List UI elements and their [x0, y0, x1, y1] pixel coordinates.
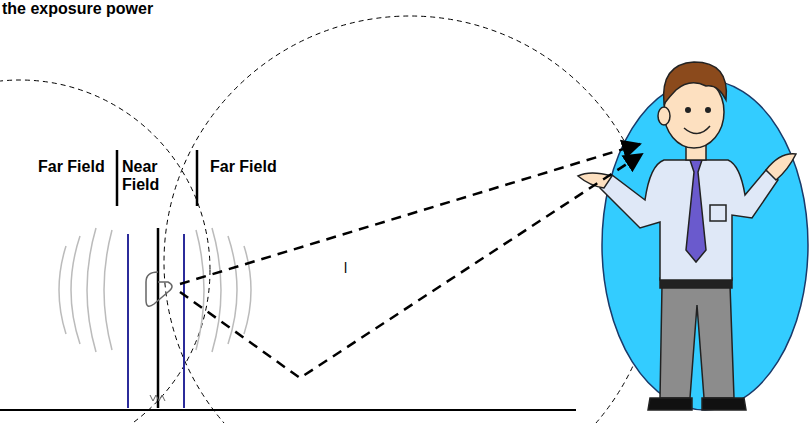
mark: l: [342, 260, 349, 276]
wave-fronts: [59, 228, 251, 352]
region-divider: [196, 150, 199, 206]
region-label: Far Field: [208, 158, 279, 176]
person: [578, 62, 796, 410]
region-label: Far Field: [36, 158, 107, 176]
near-field-limit: [127, 234, 129, 408]
heading: the exposure power: [2, 0, 153, 18]
direct-path: [180, 144, 640, 284]
ground-line: [0, 409, 576, 411]
field-boundary: [0, 80, 210, 423]
reflected-path: [180, 154, 642, 378]
antenna-feed: [146, 272, 172, 306]
near-field-limit: [183, 234, 185, 408]
region-label: Near Field: [122, 158, 166, 195]
antenna: [157, 228, 160, 408]
antenna-base: [150, 395, 165, 401]
field-boundary: [164, 16, 656, 423]
region-divider: [116, 150, 119, 206]
